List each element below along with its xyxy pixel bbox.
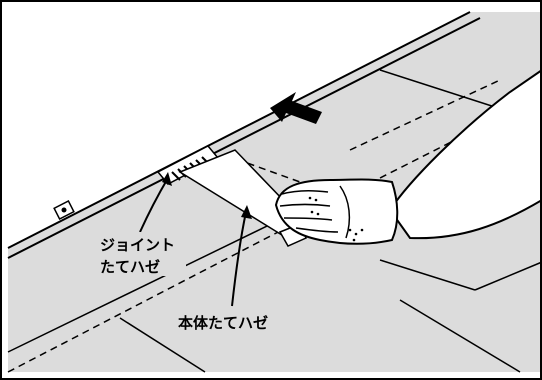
joint-label-line1: ジョイント [100, 236, 175, 254]
fastener-clip-icon [53, 200, 75, 220]
leader-joint-arrowhead [162, 172, 172, 186]
leader-body-arrowhead [241, 205, 252, 219]
body-seam-line [7, 209, 301, 353]
joint-label-line2: たてハゼ [100, 258, 160, 276]
label-joint-bg [98, 232, 186, 276]
ridge-edge [7, 11, 481, 259]
gloved-hand-icon [274, 68, 542, 245]
leader-body [231, 211, 247, 307]
body-label: 本体たてハゼ [178, 314, 268, 332]
arrow-left-icon [270, 92, 322, 124]
label-body-bg [176, 310, 298, 334]
